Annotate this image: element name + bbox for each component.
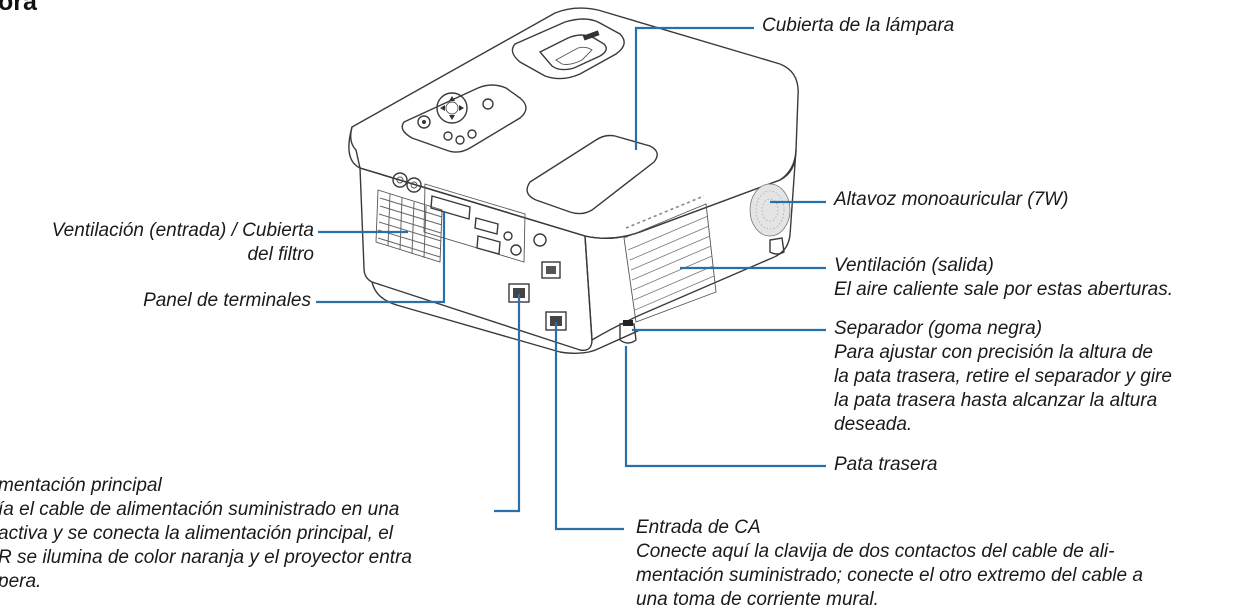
label-main-power-desc-4: pera. [0,571,42,592]
label-main-power-desc-2: activa y se conecta la alimentación prin… [0,523,393,544]
label-vent-inlet: Ventilación (entrada) / Cubierta del fil… [52,219,314,267]
label-main-power: mentación principal ía el cable de alime… [0,474,412,594]
label-speaker: Altavoz monoauricular (7W) [834,188,1068,212]
label-main-power-desc-3: R se ilumina de color naranja y el proye… [0,547,412,568]
leader-line-main-power [494,294,521,513]
label-ac-input-desc-1: Conecte aquí la clavija de dos contactos… [636,541,1115,562]
leader-line-terminal-panel [316,212,446,304]
label-lamp-cover: Cubierta de la lámpara [762,14,954,38]
label-vent-outlet-title: Ventilación (salida) [834,255,994,276]
label-rear-foot: Pata trasera [834,453,938,477]
label-ac-input: Entrada de CA Conecte aquí la clavija de… [636,516,1143,612]
label-spacer: Separador (goma negra) Para ajustar con … [834,317,1172,437]
label-spacer-desc-4: deseada. [834,414,913,435]
label-main-power-desc-1: ía el cable de alimentación suministrado… [0,499,400,520]
label-ac-input-desc-3: una toma de corriente mural. [636,589,879,610]
label-main-power-title: mentación principal [0,475,162,496]
heading-fragment: ora [0,0,37,16]
label-ac-input-title: Entrada de CA [636,517,761,538]
label-rear-foot-title: Pata trasera [834,454,938,475]
label-vent-outlet: Ventilación (salida) El aire caliente sa… [834,254,1173,302]
label-terminal-panel-title: Panel de terminales [143,290,311,311]
terminal-panel-ports [423,183,547,263]
vent-outlet-grille [623,195,717,323]
label-ac-input-desc-2: mentación suministrado; conecte el otro … [636,565,1143,586]
label-lamp-cover-title: Cubierta de la lámpara [762,15,955,36]
projector-body [348,7,799,355]
label-terminal-panel: Panel de terminales [143,289,311,313]
label-vent-outlet-desc: El aire caliente sale por estas abertura… [834,279,1174,300]
label-vent-inlet-line-1: Ventilación (entrada) / Cubierta [51,220,314,241]
speaker-grille [749,183,791,237]
leader-line-lamp-cover [634,26,754,150]
leader-line-ac-input [554,322,624,531]
label-spacer-title: Separador (goma negra) [834,318,1043,339]
label-vent-inlet-line-2: del filtro [247,244,314,265]
vent-inlet-grille [375,189,443,263]
label-spacer-desc-3: la pata trasera hasta alcanzar la altura [834,390,1158,411]
label-speaker-title: Altavoz monoauricular (7W) [834,189,1069,210]
leader-line-rear-foot [624,346,826,468]
label-spacer-desc-2: la pata trasera, retire el separador y g… [834,366,1172,387]
label-spacer-desc-1: Para ajustar con precisión la altura de [834,342,1153,363]
